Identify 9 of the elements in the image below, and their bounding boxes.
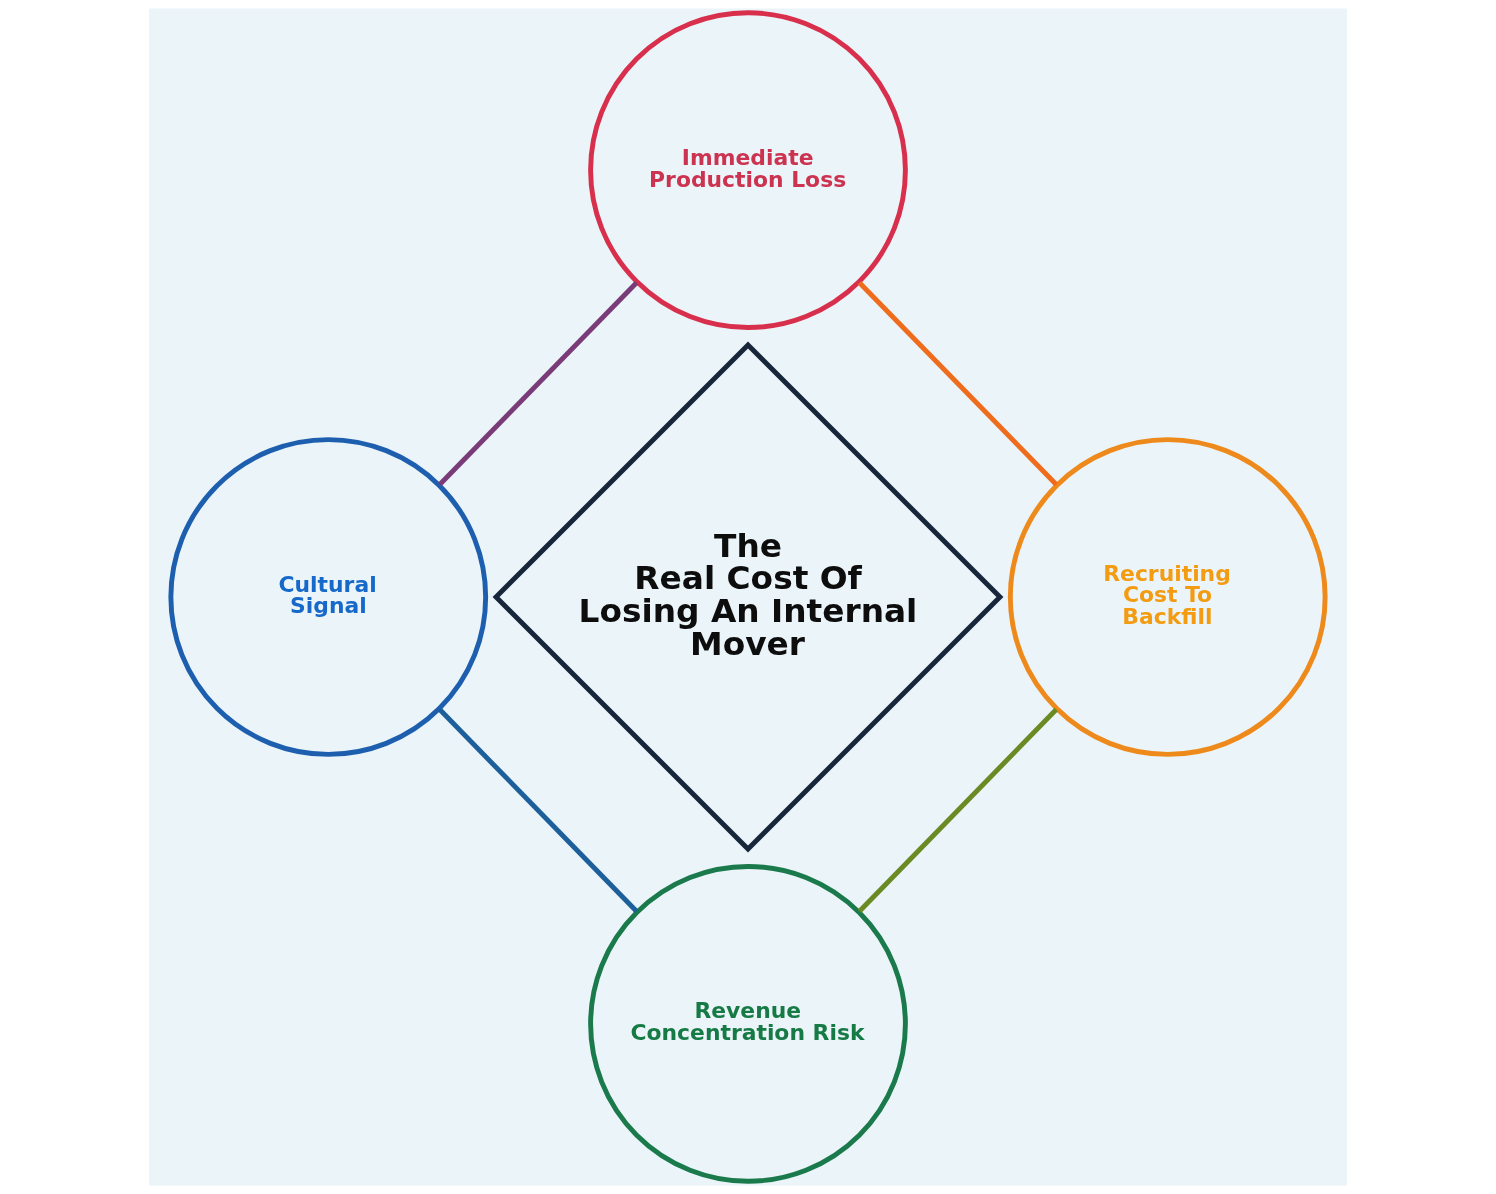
connector	[857, 281, 1058, 487]
connector	[438, 707, 639, 913]
node-circle: Revenue Concentration Risk	[588, 864, 908, 1184]
node-circle: Recruiting Cost To Backfill	[1007, 437, 1328, 757]
connector	[438, 281, 639, 487]
connector	[857, 707, 1058, 913]
node-diamond: The Real Cost Of Losing An Internal Mover	[492, 341, 1004, 853]
node-circle: Immediate Production Loss	[588, 10, 908, 330]
node-circle: Cultural Signal	[168, 437, 489, 757]
